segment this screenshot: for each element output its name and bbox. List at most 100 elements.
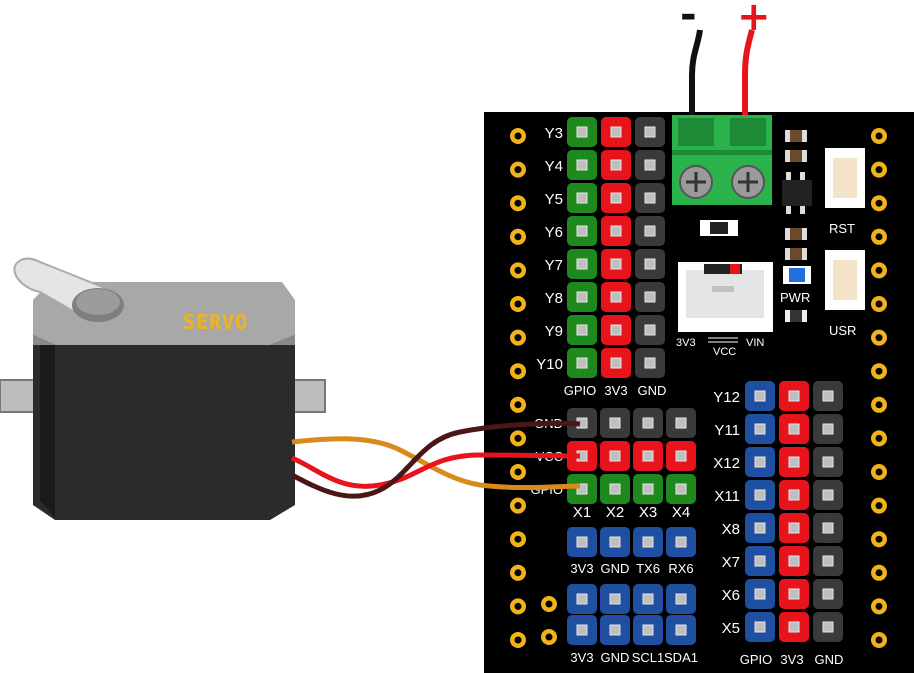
right-pin-label: X6 — [722, 587, 740, 604]
x-header-pin[interactable] — [666, 441, 696, 471]
x-header-pin[interactable] — [600, 474, 630, 504]
pads-left — [510, 128, 557, 648]
uart-label: 3V3 — [570, 561, 593, 576]
power-switch[interactable] — [678, 262, 773, 332]
plus-sign: + — [737, 0, 771, 40]
right-gnd-pin[interactable] — [813, 612, 843, 642]
uart-pin[interactable] — [666, 527, 696, 557]
i2c-pin[interactable] — [600, 584, 630, 614]
uart-pin[interactable] — [600, 527, 630, 557]
usr-button[interactable] — [825, 250, 865, 310]
right-3v3-pin[interactable] — [779, 612, 809, 642]
left-gpio-pin-y8[interactable] — [567, 282, 597, 312]
right-gpio-pin-x12[interactable] — [745, 447, 775, 477]
left-3v3-pin[interactable] — [601, 348, 631, 378]
left-gpio-pin-y7[interactable] — [567, 249, 597, 279]
uart-label: TX6 — [636, 561, 660, 576]
left-3v3-pin[interactable] — [601, 216, 631, 246]
right-3v3-pin[interactable] — [779, 414, 809, 444]
right-gpio-pin-y12[interactable] — [745, 381, 775, 411]
uart-pin[interactable] — [633, 527, 663, 557]
left-column-label: 3V3 — [604, 383, 627, 398]
right-gpio-pin-x8[interactable] — [745, 513, 775, 543]
i2c-pin[interactable] — [633, 615, 663, 645]
left-pin-label: Y4 — [545, 158, 563, 175]
left-gnd-pin[interactable] — [635, 216, 665, 246]
right-pin-label: Y12 — [713, 389, 740, 406]
right-gpio-pin-x7[interactable] — [745, 546, 775, 576]
left-3v3-pin[interactable] — [601, 315, 631, 345]
right-gnd-pin[interactable] — [813, 480, 843, 510]
right-gnd-pin[interactable] — [813, 447, 843, 477]
uart-pin[interactable] — [567, 527, 597, 557]
left-gnd-pin[interactable] — [635, 150, 665, 180]
right-gnd-pin[interactable] — [813, 381, 843, 411]
right-gpio-pin-x11[interactable] — [745, 480, 775, 510]
left-gnd-pin[interactable] — [635, 249, 665, 279]
left-gpio-pin-y4[interactable] — [567, 150, 597, 180]
x-col-label: X1 — [573, 504, 591, 521]
rst-button[interactable] — [825, 148, 865, 208]
right-pin-label: X11 — [714, 488, 740, 505]
right-pin-label: X12 — [713, 455, 740, 472]
left-3v3-pin[interactable] — [601, 117, 631, 147]
right-3v3-pin[interactable] — [779, 546, 809, 576]
left-gpio-pin-y10[interactable] — [567, 348, 597, 378]
left-pin-label: Y9 — [545, 323, 563, 340]
right-3v3-pin[interactable] — [779, 480, 809, 510]
right-gpio-pin-y11[interactable] — [745, 414, 775, 444]
right-gnd-pin[interactable] — [813, 579, 843, 609]
right-gnd-pin[interactable] — [813, 414, 843, 444]
i2c-pin[interactable] — [567, 584, 597, 614]
right-pin-label: X7 — [722, 554, 740, 571]
left-3v3-pin[interactable] — [601, 282, 631, 312]
i2c-label: SDA1 — [664, 650, 698, 665]
usr-label: USR — [829, 323, 856, 338]
i2c-pin[interactable] — [600, 615, 630, 645]
x-header-pin[interactable] — [666, 474, 696, 504]
left-gnd-pin[interactable] — [635, 117, 665, 147]
x-header-pin[interactable] — [666, 408, 696, 438]
i2c-label: SCL1 — [632, 650, 665, 665]
left-gnd-pin[interactable] — [635, 315, 665, 345]
left-gpio-pin-y5[interactable] — [567, 183, 597, 213]
terminal-block — [672, 115, 772, 205]
i2c-pin[interactable] — [633, 584, 663, 614]
x-header-pin[interactable] — [600, 408, 630, 438]
left-gpio-pin-y3[interactable] — [567, 117, 597, 147]
left-pin-label: Y7 — [545, 257, 563, 274]
x-header-pin[interactable] — [633, 441, 663, 471]
left-gpio-pin-y6[interactable] — [567, 216, 597, 246]
right-3v3-pin[interactable] — [779, 579, 809, 609]
left-column-label: GPIO — [564, 383, 597, 398]
x-header-pin[interactable] — [567, 474, 597, 504]
x-header-pin[interactable] — [633, 474, 663, 504]
right-3v3-pin[interactable] — [779, 381, 809, 411]
x-header-pin[interactable] — [633, 408, 663, 438]
right-3v3-pin[interactable] — [779, 513, 809, 543]
left-gnd-pin[interactable] — [635, 282, 665, 312]
right-gnd-pin[interactable] — [813, 513, 843, 543]
left-3v3-pin[interactable] — [601, 150, 631, 180]
i2c-pin[interactable] — [567, 615, 597, 645]
left-gpio-pin-y9[interactable] — [567, 315, 597, 345]
pads-right — [871, 128, 887, 648]
left-3v3-pin[interactable] — [601, 249, 631, 279]
switch-arrows — [708, 337, 738, 343]
left-column-label: GND — [638, 383, 667, 398]
right-pin-label: Y11 — [714, 422, 740, 439]
i2c-label: GND — [601, 650, 630, 665]
right-gpio-pin-x5[interactable] — [745, 612, 775, 642]
i2c-label: 3V3 — [570, 650, 593, 665]
left-gnd-pin[interactable] — [635, 348, 665, 378]
left-gnd-pin[interactable] — [635, 183, 665, 213]
right-gnd-pin[interactable] — [813, 546, 843, 576]
left-3v3-pin[interactable] — [601, 183, 631, 213]
x-header-pin[interactable] — [600, 441, 630, 471]
i2c-pin[interactable] — [666, 584, 696, 614]
i2c-pin[interactable] — [666, 615, 696, 645]
right-gpio-pin-x6[interactable] — [745, 579, 775, 609]
right-3v3-pin[interactable] — [779, 447, 809, 477]
